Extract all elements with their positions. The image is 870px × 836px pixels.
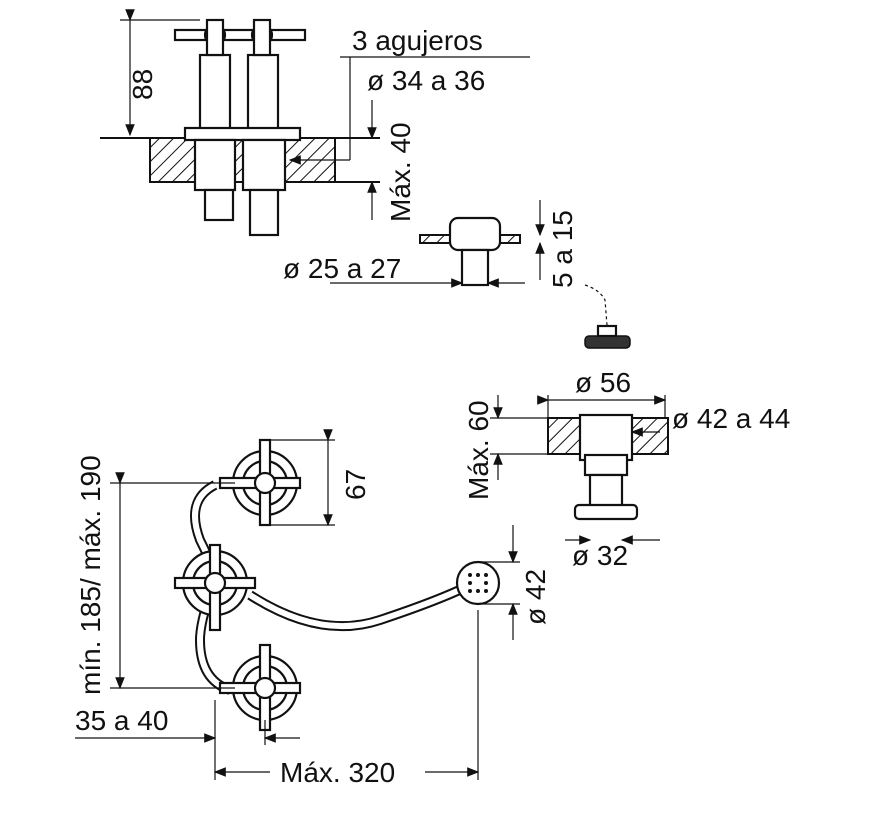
label-67: 67 bbox=[340, 469, 371, 500]
label-max-40: Máx. 40 bbox=[385, 122, 416, 222]
drain-section bbox=[547, 413, 669, 521]
handle-spout bbox=[173, 543, 257, 632]
label-88: 88 bbox=[127, 69, 158, 100]
label-drain-hole: ø 42 a 44 bbox=[672, 403, 790, 434]
hand-spray bbox=[455, 560, 501, 606]
label-offset: 35 a 40 bbox=[75, 705, 168, 736]
label-holes: 3 agujeros bbox=[352, 25, 483, 56]
label-pipe-diameter: ø 25 a 27 bbox=[283, 253, 401, 284]
label-spray-42: ø 42 bbox=[520, 569, 551, 625]
plan-view bbox=[173, 438, 501, 732]
side-view-valves bbox=[100, 18, 631, 349]
label-5-a-15: 5 a 15 bbox=[547, 210, 578, 288]
label-drain-56: ø 56 bbox=[575, 367, 631, 398]
label-max-320: Máx. 320 bbox=[280, 757, 395, 788]
label-drain-32: ø 32 bbox=[572, 540, 628, 571]
handle-bottom bbox=[218, 643, 302, 732]
handle-top bbox=[218, 438, 302, 527]
label-hole-diameter: ø 34 a 36 bbox=[367, 65, 485, 96]
label-spacing: mín. 185/ máx. 190 bbox=[75, 455, 106, 695]
label-max-60: Máx. 60 bbox=[463, 400, 494, 500]
